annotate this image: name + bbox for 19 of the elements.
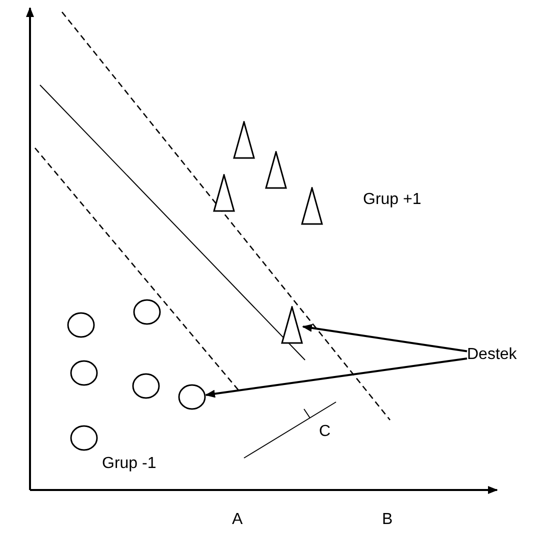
circle-marker <box>70 425 98 451</box>
arrow <box>205 358 468 398</box>
label-text: B <box>382 511 393 529</box>
label-text: C <box>319 423 331 441</box>
callout-text: Destek <box>467 346 517 364</box>
arrow <box>302 324 468 352</box>
triangle-marker <box>301 187 323 225</box>
label-text: Grup -1 <box>102 455 156 473</box>
triangle-marker <box>213 174 235 212</box>
triangle-marker <box>233 121 255 159</box>
circle-marker <box>178 384 206 410</box>
circle-marker <box>132 373 160 399</box>
triangle-marker <box>265 151 287 189</box>
label-text: Grup +1 <box>363 191 422 209</box>
circle-marker <box>70 360 98 386</box>
label-text: A <box>232 511 243 529</box>
circle-marker <box>67 312 95 338</box>
triangle-marker <box>281 306 303 344</box>
circle-marker <box>133 299 161 325</box>
